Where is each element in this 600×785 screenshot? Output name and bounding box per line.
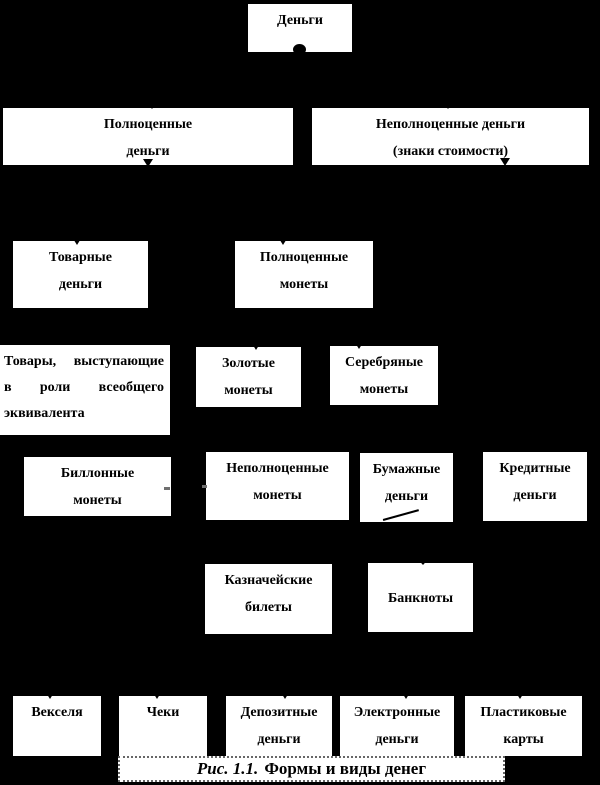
arrowhead-down-icon — [280, 691, 290, 699]
node-label: Деньги — [277, 13, 323, 28]
node-label-line: эквивалента — [4, 401, 164, 427]
node-banknotes: Банкноты — [368, 563, 473, 632]
node-label: Электронные — [353, 705, 441, 720]
arrowhead-down-icon — [152, 691, 162, 699]
node-label: Полноценные — [259, 250, 349, 265]
node-label: деньги — [257, 732, 301, 747]
node-billon-coins: Биллонные монеты — [24, 457, 171, 516]
node-full-value-coins: Полноценные монеты — [235, 241, 373, 308]
node-label: деньги — [126, 144, 170, 159]
figure-number: Рис. 1.1. — [196, 759, 259, 778]
connector-stub-icon — [202, 485, 207, 488]
figure-caption: Рис. 1.1. Формы и виды денег — [118, 756, 505, 782]
arrowhead-down-icon — [278, 237, 288, 245]
node-credit-money: Кредитные деньги — [483, 452, 587, 521]
arrowhead-down-icon — [45, 691, 55, 699]
node-label: монеты — [253, 488, 302, 503]
connector-stub-icon — [500, 158, 510, 166]
node-bills-of-exchange: Векселя — [13, 696, 101, 756]
node-label: монеты — [224, 383, 273, 398]
node-inferior-money: Неполноценные деньги (знаки стоимости) — [312, 108, 589, 165]
node-label: Неполноценные — [226, 461, 329, 476]
connector-stub-icon — [164, 487, 170, 490]
node-label: деньги — [375, 732, 419, 747]
node-label: Товарные — [49, 250, 112, 265]
node-silver-coins: Серебряные монеты — [330, 346, 438, 405]
node-label: Депозитные — [240, 705, 318, 720]
node-label: Пластиковые — [480, 705, 567, 720]
node-label: Золотые — [222, 356, 275, 371]
node-label: деньги — [384, 489, 429, 504]
arrowhead-down-icon — [414, 555, 432, 565]
arrowhead-down-icon — [354, 341, 364, 349]
node-label: деньги — [513, 488, 557, 503]
node-treasury-notes: Казначейские билеты — [205, 564, 332, 634]
node-label: Серебряные — [344, 355, 424, 370]
node-label: монеты — [73, 493, 122, 508]
node-label: Казначейские — [224, 573, 313, 588]
node-commodity-money: Товарные деньги — [13, 241, 148, 308]
node-label: Полноценные — [103, 117, 193, 132]
node-full-value-money: Полноценные деньги — [3, 108, 293, 165]
node-label: монеты — [279, 277, 329, 292]
node-label: Векселя — [31, 705, 83, 720]
node-electronic-money: Электронные деньги — [340, 696, 454, 756]
figure-caption-text: Формы и виды денег — [264, 759, 427, 778]
node-label: Неполноценные деньги — [375, 117, 526, 132]
node-label: билеты — [245, 600, 292, 615]
node-label-line: в роли всеобщего — [4, 375, 164, 401]
arrowhead-down-icon — [251, 342, 261, 350]
node-commodity-equivalent: Товары, выступающие в роли всеобщего экв… — [0, 345, 170, 435]
node-label: деньги — [58, 277, 103, 292]
arrowhead-down-icon — [72, 237, 82, 245]
node-label: монеты — [359, 382, 409, 397]
connector-stub-icon — [143, 159, 153, 167]
arrowhead-down-icon — [440, 98, 456, 109]
node-label: Банкноты — [387, 591, 454, 606]
node-label-line: Товары, выступающие — [4, 349, 164, 375]
word: выступающие — [73, 354, 164, 369]
node-label: (знаки стоимости) — [392, 144, 509, 159]
word: роли — [39, 380, 71, 395]
arrowhead-down-icon — [144, 98, 160, 109]
node-plastic-cards: Пластиковые карты — [465, 696, 582, 756]
node-label: Бумажные — [372, 462, 441, 477]
node-checks: Чеки — [119, 696, 207, 756]
arrowhead-down-icon — [401, 691, 411, 699]
node-gold-coins: Золотые монеты — [196, 347, 301, 407]
node-inferior-coins: Неполноценные монеты — [206, 452, 349, 520]
arrowhead-down-icon — [515, 691, 525, 699]
node-label: Биллонные — [60, 466, 135, 481]
node-paper-money: Бумажные деньги — [360, 453, 453, 522]
word: в — [4, 380, 12, 395]
word: эквивалента — [4, 406, 85, 421]
node-label: карты — [503, 732, 544, 747]
word: всеобщего — [98, 380, 164, 395]
node-label: Кредитные — [499, 461, 571, 476]
node-deposit-money: Депозитные деньги — [226, 696, 332, 756]
connector-stub-icon — [293, 44, 306, 55]
node-label: Чеки — [146, 705, 180, 720]
word: Товары, — [4, 354, 57, 369]
